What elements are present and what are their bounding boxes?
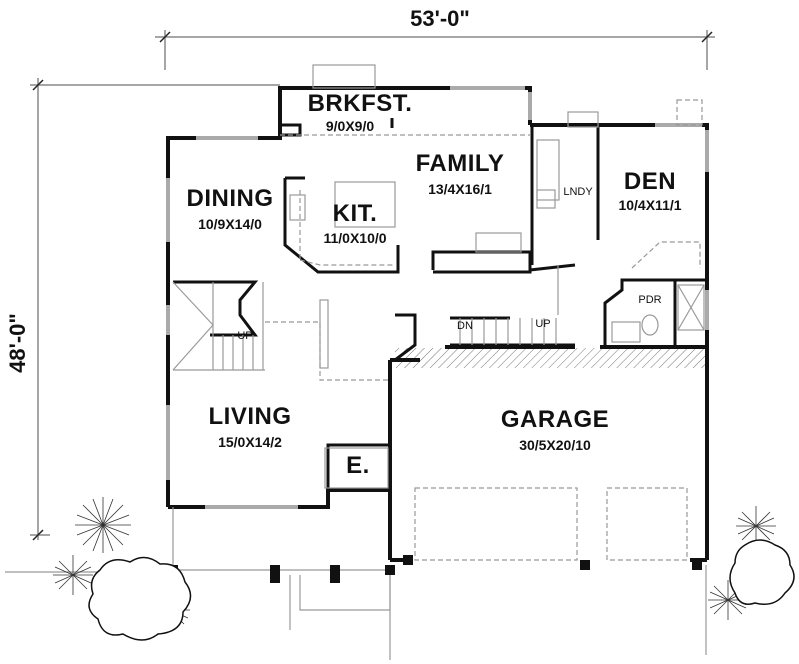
dashed-lines bbox=[265, 99, 703, 561]
landscape-shrubs bbox=[88, 539, 795, 641]
hatched-step-strip bbox=[395, 348, 707, 368]
room-breakfast-name: BRKFST. bbox=[307, 90, 413, 117]
room-dining-name: DINING bbox=[186, 185, 274, 212]
room-living-size: 15/0X14/2 bbox=[218, 434, 282, 450]
room-garage-name: GARAGE bbox=[500, 406, 610, 433]
room-entry-name: E. bbox=[346, 452, 370, 479]
room-family-size: 13/4X16/1 bbox=[428, 181, 492, 197]
stair-up-label-rear: UP bbox=[535, 318, 551, 330]
landscape-trees bbox=[53, 497, 776, 630]
depth-dimension-line bbox=[30, 78, 280, 541]
interior-walls bbox=[173, 118, 707, 490]
width-dimension-line bbox=[155, 30, 715, 70]
room-living-name: LIVING bbox=[208, 403, 292, 430]
room-breakfast-size: 9/0X9/0 bbox=[325, 118, 375, 134]
room-dining-size: 10/9X14/0 bbox=[198, 216, 262, 232]
room-family-name: FAMILY bbox=[415, 150, 505, 177]
depth-dimension-label: 48'-0" bbox=[5, 313, 30, 373]
room-den-name: DEN bbox=[623, 168, 677, 195]
windows bbox=[166, 86, 709, 509]
width-dimension-label: 53'-0" bbox=[410, 6, 470, 31]
room-kitchen-size: 11/0X10/0 bbox=[323, 230, 387, 246]
fixtures bbox=[5, 64, 707, 660]
stair-down-label: DN bbox=[457, 320, 473, 332]
room-laundry-name: LNDY bbox=[563, 186, 593, 198]
room-den-size: 10/4X11/1 bbox=[618, 197, 682, 213]
room-garage-size: 30/5X20/10 bbox=[519, 437, 591, 453]
stair-up-label-main: UP bbox=[237, 330, 253, 342]
room-powder-name: PDR bbox=[638, 294, 662, 306]
room-kitchen-name: KIT. bbox=[332, 200, 378, 227]
porch-columns bbox=[168, 555, 702, 583]
